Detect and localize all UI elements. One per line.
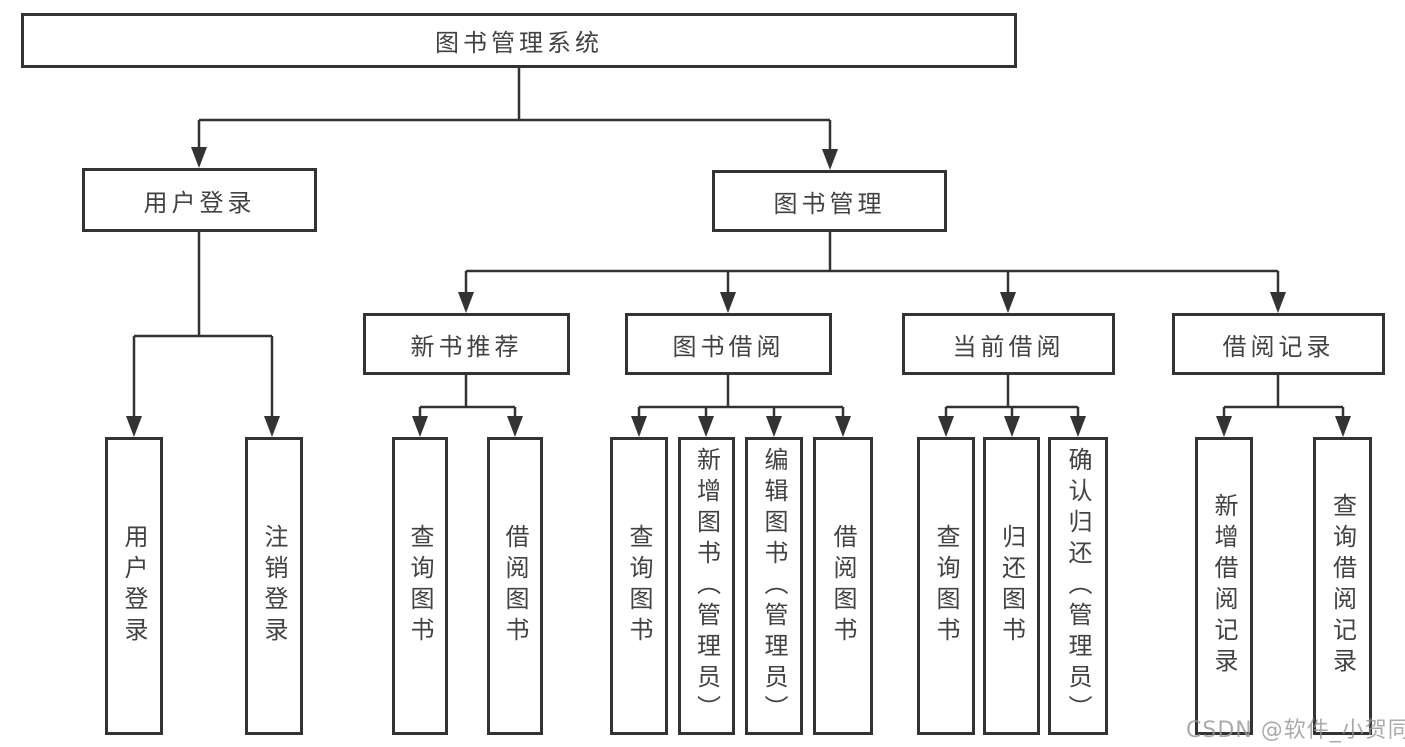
node-new-book-recommend: 新书推荐: [363, 313, 570, 375]
node-new-book-recommend-label: 新书推荐: [410, 332, 523, 361]
csdn-watermark: CSDN @软件_小贺同学: [1186, 718, 1405, 743]
leaf-return-book: 归还图书: [983, 437, 1040, 735]
leaf-add-borrow-record: 新增借阅记录: [1195, 437, 1253, 735]
node-borrow-records-label: 借阅记录: [1222, 332, 1335, 361]
leaf-return-book-label: 归还图书: [997, 524, 1026, 648]
node-book-borrow-label: 图书借阅: [672, 332, 785, 361]
leaf-query-borrow-record-label: 查询借阅记录: [1328, 493, 1357, 679]
leaf-user-login-label: 用户登录: [120, 524, 148, 648]
leaf-query-books-borrow: 查询图书: [610, 437, 668, 735]
leaf-add-book-admin-label: 新增图书（管理员）: [692, 446, 721, 726]
leaf-edit-book-admin-label: 编辑图书（管理员）: [760, 446, 788, 726]
leaf-confirm-return-admin-label: 确认归还（管理员）: [1064, 446, 1092, 726]
arrowhead-icons: [126, 147, 1351, 437]
leaf-confirm-return-admin: 确认归还（管理员）: [1048, 437, 1108, 735]
node-book-management-label: 图书管理: [773, 189, 886, 218]
leaf-query-books-current: 查询图书: [917, 437, 975, 735]
leaf-user-login: 用户登录: [105, 437, 163, 735]
node-book-borrow: 图书借阅: [625, 313, 832, 375]
leaf-logout: 注销登录: [245, 437, 303, 735]
node-current-borrow-label: 当前借阅: [952, 332, 1065, 361]
leaf-edit-book-admin: 编辑图书（管理员）: [745, 437, 803, 735]
leaf-query-books-borrow-label: 查询图书: [625, 524, 653, 648]
leaf-query-borrow-record: 查询借阅记录: [1313, 437, 1372, 735]
leaf-logout-label: 注销登录: [260, 524, 288, 648]
node-root: 图书管理系统: [21, 13, 1017, 68]
leaf-borrow-books-recommend-label: 借阅图书: [501, 524, 529, 648]
node-current-borrow: 当前借阅: [902, 313, 1115, 375]
leaf-query-books-current-label: 查询图书: [932, 524, 960, 648]
leaf-query-books-recommend: 查询图书: [392, 437, 448, 735]
leaf-borrow-books-recommend: 借阅图书: [487, 437, 543, 735]
node-user-login-label: 用户登录: [143, 188, 256, 217]
node-borrow-records: 借阅记录: [1172, 313, 1385, 375]
leaf-borrow-books-label: 借阅图书: [829, 524, 857, 648]
node-root-label: 图书管理系统: [435, 29, 603, 57]
leaf-add-borrow-record-label: 新增借阅记录: [1210, 493, 1238, 679]
leaf-borrow-books: 借阅图书: [813, 437, 873, 735]
node-user-login: 用户登录: [82, 168, 317, 232]
connector-path: [132, 68, 1345, 416]
node-book-management: 图书管理: [712, 170, 947, 232]
leaf-add-book-admin: 新增图书（管理员）: [678, 437, 735, 735]
leaf-query-books-recommend-label: 查询图书: [406, 524, 434, 648]
